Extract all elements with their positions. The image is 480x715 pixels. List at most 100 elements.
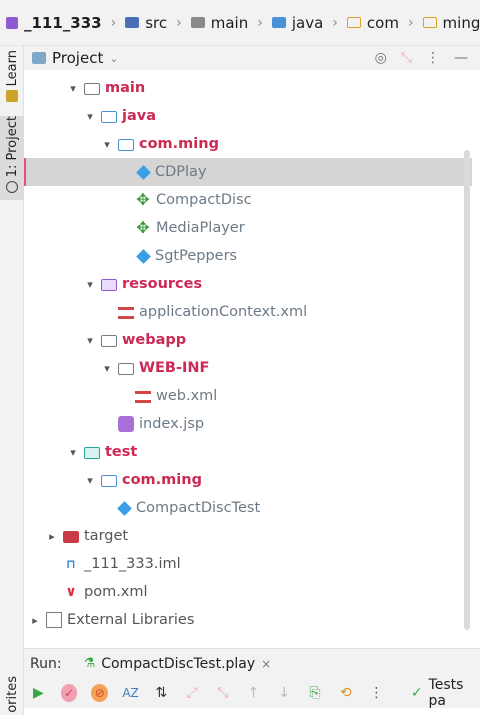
chevron-right-icon: › <box>257 14 263 31</box>
iml-file-icon: ⊓ <box>66 557 76 571</box>
breadcrumb-item-src[interactable]: src <box>125 14 167 32</box>
folder-icon <box>190 17 205 28</box>
chevron-down-icon[interactable]: ▾ <box>104 361 110 375</box>
breadcrumb-item-java[interactable]: java <box>271 14 323 32</box>
tree-scrollbar[interactable] <box>464 150 470 630</box>
chevron-down-icon[interactable]: ▾ <box>87 333 93 347</box>
chevron-right-icon: › <box>176 14 182 31</box>
collapse-all-icon[interactable]: ⤡ <box>400 50 412 66</box>
chevron-down-icon[interactable]: ▾ <box>104 137 110 151</box>
close-icon[interactable]: × <box>261 656 272 671</box>
resources-folder-icon <box>101 279 117 291</box>
next-failed-icon[interactable]: ↓ <box>278 685 291 701</box>
breadcrumb: _111_333 › src › main › java › com › min… <box>0 0 480 46</box>
chevron-right-icon[interactable]: ▸ <box>49 529 55 543</box>
chevron-right-icon[interactable]: ▸ <box>32 613 38 627</box>
class-icon <box>136 164 151 180</box>
package-icon <box>422 17 437 28</box>
test-class-icon <box>117 500 132 516</box>
package-icon <box>101 475 117 487</box>
tree-row-test-com-ming[interactable]: ▾ com.ming <box>24 466 472 494</box>
chevron-right-icon: › <box>407 14 414 31</box>
chevron-down-icon[interactable]: ▾ <box>70 445 76 459</box>
module-icon <box>6 16 18 29</box>
learn-icon <box>6 90 18 103</box>
chevron-down-icon[interactable]: ▾ <box>87 473 93 487</box>
libraries-icon <box>46 612 62 628</box>
sort-alphabetically-icon[interactable]: AZ <box>122 686 139 700</box>
tree-row-index-jsp[interactable]: index.jsp <box>24 410 472 438</box>
more-options-icon[interactable]: ⋮ <box>426 50 440 66</box>
chevron-down-icon[interactable]: ▾ <box>87 109 93 123</box>
project-icon <box>6 181 18 194</box>
project-tree: ▾ main ▾ java ▾ com.ming CDPlay ✥ Compac… <box>24 74 472 646</box>
tree-row-external-libraries[interactable]: ▸ External Libraries <box>24 606 472 634</box>
collapse-all-icon[interactable]: ⤡ <box>217 685 229 701</box>
chevron-right-icon: › <box>332 14 338 31</box>
chevron-down-icon[interactable]: ▾ <box>70 81 76 95</box>
rerun-icon[interactable]: ▶ <box>32 685 44 701</box>
sort-by-duration-icon[interactable]: ⇅ <box>155 685 168 701</box>
bottom-left-strip: orites <box>0 646 24 715</box>
tree-row-com-ming[interactable]: ▾ com.ming <box>24 130 472 158</box>
left-tool-strip: Learn 1: Project <box>0 46 24 646</box>
excluded-folder-icon <box>63 531 79 543</box>
chevron-down-icon[interactable]: ▾ <box>87 277 93 291</box>
tree-row-iml[interactable]: ⊓ _111_333.iml <box>24 550 472 578</box>
tree-row-java[interactable]: ▾ java <box>24 102 472 130</box>
more-options-icon[interactable]: ⋮ <box>369 685 384 701</box>
test-tube-icon: ⚗ <box>83 656 96 671</box>
project-view-selector[interactable]: Project ⌄ <box>32 49 119 67</box>
test-folder-icon <box>84 447 100 459</box>
previous-failed-icon[interactable]: ↑ <box>247 685 260 701</box>
project-header-actions: ◎ ⤡ ⋮ — <box>375 46 468 70</box>
tree-row-web-xml[interactable]: web.xml <box>24 382 472 410</box>
tests-status: ✓ Tests pa <box>410 677 464 709</box>
package-icon <box>346 17 361 28</box>
breadcrumb-item-ming[interactable]: ming <box>422 14 480 32</box>
tree-row-main[interactable]: ▾ main <box>24 74 472 102</box>
tree-row-web-inf[interactable]: ▾ WEB-INF <box>24 354 472 382</box>
tree-row-pom-xml[interactable]: ∨ pom.xml <box>24 578 472 606</box>
chevron-down-icon: ⌄ <box>109 51 119 65</box>
tree-row-mediaplayer[interactable]: ✥ MediaPlayer <box>136 218 245 237</box>
tree-row-cdplay[interactable]: CDPlay <box>24 158 472 186</box>
tree-row-applicationcontext-xml[interactable]: applicationContext.xml <box>24 298 472 326</box>
favorites-tool-tab[interactable]: orites <box>4 676 20 713</box>
folder-icon <box>84 83 100 95</box>
maven-icon: ∨ <box>65 584 77 600</box>
project-folder-icon <box>32 52 46 64</box>
breadcrumb-item-main[interactable]: main <box>190 14 248 32</box>
breadcrumb-item-module[interactable]: _111_333 <box>6 14 102 32</box>
tree-row-target[interactable]: ▸ target <box>24 522 472 550</box>
hide-icon[interactable]: — <box>454 50 468 66</box>
tree-row-test[interactable]: ▾ test <box>24 438 472 466</box>
run-toolbar: ▶ ✓ ⊘ AZ ⇅ ⤢ ⤡ ↑ ↓ ⎘ ⟲ ⋮ ✓ Tests pa <box>24 677 480 709</box>
learn-tool-tab[interactable]: Learn <box>0 50 24 108</box>
class-icon <box>136 248 151 264</box>
export-icon[interactable]: ⎘ <box>309 685 321 701</box>
folder-icon <box>118 363 134 375</box>
package-icon <box>118 139 134 151</box>
project-panel-header: Project ⌄ ◎ ⤡ ⋮ — <box>24 46 480 70</box>
tree-row-compactdisctest[interactable]: CompactDiscTest <box>24 494 472 522</box>
locate-icon[interactable]: ◎ <box>374 50 387 66</box>
project-tool-tab[interactable]: 1: Project <box>0 116 24 200</box>
show-ignored-icon[interactable]: ⊘ <box>91 684 109 702</box>
tree-row-resources[interactable]: ▾ resources <box>24 270 472 298</box>
chevron-right-icon: › <box>110 14 117 31</box>
show-passed-icon[interactable]: ✓ <box>60 684 78 702</box>
xml-file-icon <box>118 307 134 319</box>
java-folder-icon <box>101 111 117 123</box>
run-tab-compactdisctest[interactable]: ⚗ CompactDiscTest.play × <box>83 655 272 672</box>
folder-icon <box>101 335 117 347</box>
tree-row-compactdisc[interactable]: ✥ CompactDisc <box>136 190 252 209</box>
interface-icon: ✥ <box>136 190 150 209</box>
tree-row-sgtpeppers[interactable]: SgtPeppers <box>24 242 472 270</box>
run-panel-header: Run: ⚗ CompactDiscTest.play × <box>24 648 480 678</box>
breadcrumb-item-com[interactable]: com <box>346 14 399 32</box>
expand-all-icon[interactable]: ⤢ <box>186 685 198 701</box>
history-icon[interactable]: ⟲ <box>339 685 352 701</box>
xml-file-icon <box>135 391 151 403</box>
tree-row-webapp[interactable]: ▾ webapp <box>24 326 472 354</box>
